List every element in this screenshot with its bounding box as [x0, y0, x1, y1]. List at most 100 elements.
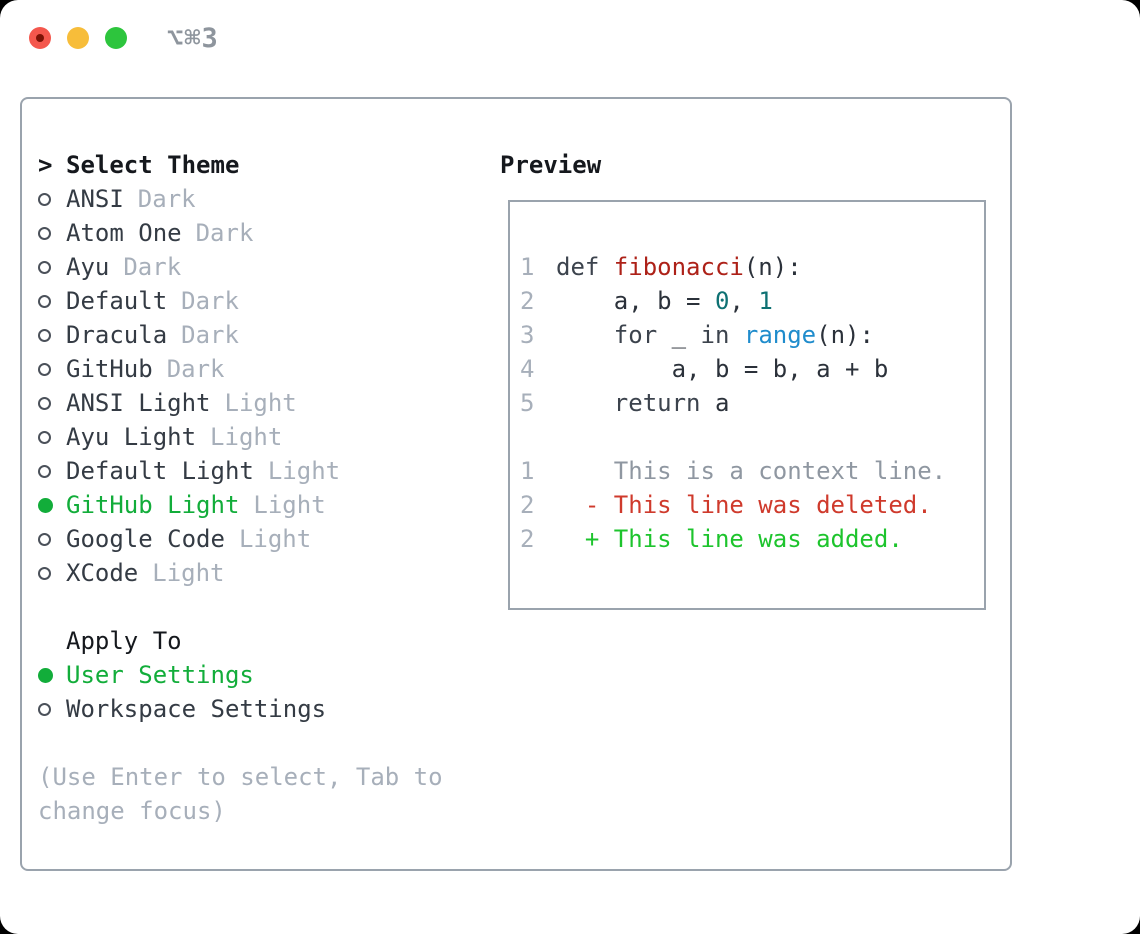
- radio-icon: [38, 430, 66, 444]
- code-token: ,: [729, 287, 759, 315]
- theme-variant: Light: [224, 389, 297, 417]
- line-number: 4: [520, 355, 535, 383]
- code-token: def: [556, 253, 614, 281]
- code-token: [556, 321, 614, 349]
- line-number: 3: [520, 321, 535, 349]
- code-token: 0: [714, 287, 730, 315]
- radio-icon: [38, 226, 66, 240]
- code-token: in: [700, 321, 730, 349]
- theme-option-default[interactable]: Default Dark: [38, 284, 454, 318]
- theme-variant: Light: [210, 423, 283, 451]
- apply-option-name: Workspace Settings: [66, 695, 327, 723]
- theme-variant: Light: [238, 525, 312, 553]
- theme-variant: Light: [253, 491, 326, 519]
- theme-name: XCode: [66, 559, 139, 587]
- radio-selected-icon: [38, 667, 66, 683]
- line-number: 2: [520, 525, 535, 553]
- close-button[interactable]: [29, 27, 51, 49]
- apply-to-title: Apply To: [66, 627, 182, 655]
- theme-variant: Light: [267, 457, 341, 485]
- apply-to-header: Apply To: [38, 624, 454, 658]
- code-token: _: [657, 321, 701, 349]
- code-token: [729, 321, 743, 349]
- blank-line: [520, 420, 984, 454]
- theme-variant: Dark: [123, 253, 182, 281]
- code-token: a: [700, 389, 730, 417]
- line-number: 1: [520, 253, 535, 281]
- theme-option-xcode[interactable]: XCode Light: [38, 556, 454, 590]
- apply-option-user-settings[interactable]: User Settings: [38, 658, 454, 692]
- diff-line-context: 1 This is a context line.: [520, 454, 984, 488]
- select-theme-header: > Select Theme: [38, 148, 454, 182]
- zoom-button[interactable]: [105, 27, 127, 49]
- code-token: for: [613, 321, 658, 349]
- window-shortcut-label: ⌥⌘3: [167, 22, 219, 54]
- code-token: a, b = b, a + b: [556, 355, 889, 383]
- preview-title: Preview: [500, 151, 602, 179]
- theme-option-github-light[interactable]: GitHub Light Light: [38, 488, 454, 522]
- apply-option-name: User Settings: [66, 661, 254, 689]
- theme-variant: Dark: [166, 355, 225, 383]
- radio-icon: [38, 192, 66, 206]
- theme-name: Ayu: [66, 253, 110, 281]
- code-token: a, b =: [556, 287, 715, 315]
- code-token: [556, 389, 614, 417]
- theme-option-atom-one[interactable]: Atom One Dark: [38, 216, 454, 250]
- theme-option-ansi-light[interactable]: ANSI Light Light: [38, 386, 454, 420]
- code-token: range: [743, 321, 817, 349]
- theme-option-ayu-light[interactable]: Ayu Light Light: [38, 420, 454, 454]
- theme-name: Google Code: [66, 525, 225, 553]
- theme-name: GitHub Light: [66, 491, 240, 519]
- code-line: 4 a, b = b, a + b: [520, 352, 984, 386]
- code-line: 2 a, b = 0, 1: [520, 284, 984, 318]
- code-line: 3 for _ in range(n):: [520, 318, 984, 352]
- apply-option-workspace-settings[interactable]: Workspace Settings: [38, 692, 454, 726]
- diff-text: - This line was deleted.: [556, 491, 932, 519]
- radio-icon: [38, 464, 66, 478]
- radio-icon: [38, 328, 66, 342]
- theme-variant: Dark: [195, 219, 254, 247]
- theme-name: ANSI Light: [66, 389, 211, 417]
- theme-name: Default: [66, 287, 168, 315]
- code-line: 5 return a: [520, 386, 984, 420]
- keyboard-hint: (Use Enter to select, Tab to change focu…: [38, 763, 443, 825]
- theme-variant: Dark: [181, 287, 239, 315]
- spacer: [38, 590, 454, 624]
- diff-line-added: 2 + This line was added.: [520, 522, 984, 556]
- line-number: 5: [520, 389, 535, 417]
- titlebar: ⌥⌘3: [0, 0, 1140, 76]
- theme-variant: Dark: [137, 185, 196, 213]
- theme-name: Atom One: [66, 219, 182, 247]
- minimize-button[interactable]: [67, 27, 89, 49]
- theme-variant: Light: [152, 559, 225, 587]
- diff-text: This is a context line.: [556, 457, 947, 485]
- code-token: 1: [758, 287, 773, 315]
- line-number: 1: [520, 457, 535, 485]
- theme-option-github[interactable]: GitHub Dark: [38, 352, 454, 386]
- radio-icon: [38, 362, 66, 376]
- theme-name: Dracula: [66, 321, 168, 349]
- theme-name: GitHub: [66, 355, 153, 383]
- theme-option-default-light[interactable]: Default Light Light: [38, 454, 454, 488]
- spacer: [38, 726, 454, 760]
- theme-name: ANSI: [66, 185, 124, 213]
- radio-icon: [38, 702, 66, 716]
- radio-icon: [38, 260, 66, 274]
- theme-option-google-code[interactable]: Google Code Light: [38, 522, 454, 556]
- prompt-icon: >: [38, 151, 53, 179]
- diff-line-deleted: 2 - This line was deleted.: [520, 488, 984, 522]
- unsaved-dot-icon: [36, 34, 44, 42]
- theme-option-ayu[interactable]: Ayu Dark: [38, 250, 454, 284]
- select-theme-title: Select Theme: [66, 151, 240, 179]
- theme-option-ansi[interactable]: ANSI Dark: [38, 182, 454, 216]
- theme-name: Ayu Light: [66, 423, 197, 451]
- radio-selected-icon: [38, 497, 66, 513]
- theme-name: Default Light: [66, 457, 254, 485]
